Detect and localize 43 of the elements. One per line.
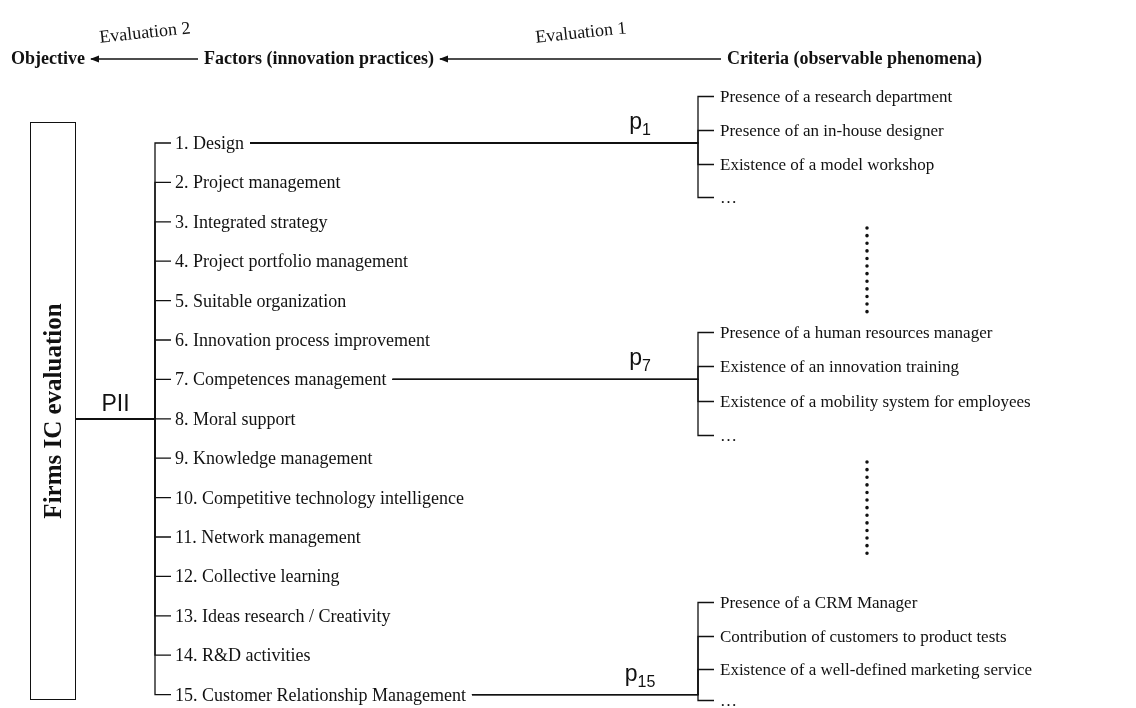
factor-label: 3. Integrated strategy xyxy=(175,212,328,231)
factor-label: 14. R&D activities xyxy=(175,646,311,665)
factor-label: 4. Project portfolio management xyxy=(175,252,408,271)
column-heading: Objective xyxy=(11,49,85,67)
arrow xyxy=(439,55,722,63)
column-heading: Criteria (observable phenomena) xyxy=(727,49,982,67)
criterion-label: Existence of a mobility system for employees xyxy=(720,393,1031,410)
connector-line xyxy=(391,378,715,437)
criterion-label: … xyxy=(720,427,737,444)
edge-label: p$_{1}$ xyxy=(629,110,651,138)
factor-label: 7. Competences management xyxy=(175,370,387,389)
criterion-label: Existence of an innovation training xyxy=(720,358,959,375)
factor-label: 8. Moral support xyxy=(175,409,296,428)
connector-line xyxy=(471,693,715,702)
criterion-label: Existence of a model workshop xyxy=(720,156,935,173)
criterion-label: Presence of an in-house designer xyxy=(720,122,944,139)
arrow xyxy=(90,55,199,63)
factor-label: 11. Network management xyxy=(175,528,361,546)
criterion-label: … xyxy=(720,189,737,206)
edge-label: Evaluation 2 xyxy=(98,18,191,46)
factor-label: 1. Design xyxy=(175,134,244,152)
factor-label: 15. Customer Relationship Management xyxy=(175,685,466,704)
factor-label: 2. Project management xyxy=(175,173,341,192)
criterion-label: Presence of a human resources manager xyxy=(720,324,993,341)
criterion-label: Existence of a well-defined marketing service xyxy=(720,661,1032,678)
criterion-label: Presence of a CRM Manager xyxy=(720,594,918,611)
edge-label: Evaluation 1 xyxy=(534,18,627,46)
edge-label: PII xyxy=(101,391,130,415)
criterion-label: Presence of a research department xyxy=(720,88,953,105)
process-box xyxy=(30,122,76,700)
factor-label: 10. Competitive technology intelligence xyxy=(175,488,464,507)
factor-label: 13. Ideas research / Creativity xyxy=(175,606,391,625)
factor-label: 6. Innovation process improvement xyxy=(175,331,430,349)
box-title: Firms IC evaluation xyxy=(39,303,67,519)
column-heading: Factors (innovation practices) xyxy=(204,49,434,67)
factor-label: 5. Suitable organization xyxy=(175,291,347,310)
edge-label: p$_{7}$ xyxy=(629,346,651,374)
factor-label: 12. Collective learning xyxy=(175,567,340,586)
criterion-label: Contribution of customers to product tests xyxy=(720,628,1007,645)
factor-label: 9. Knowledge management xyxy=(175,449,373,468)
edge-label: p$_{15}$ xyxy=(624,661,656,690)
connector-line xyxy=(249,142,715,199)
criterion-label: … xyxy=(720,692,737,708)
